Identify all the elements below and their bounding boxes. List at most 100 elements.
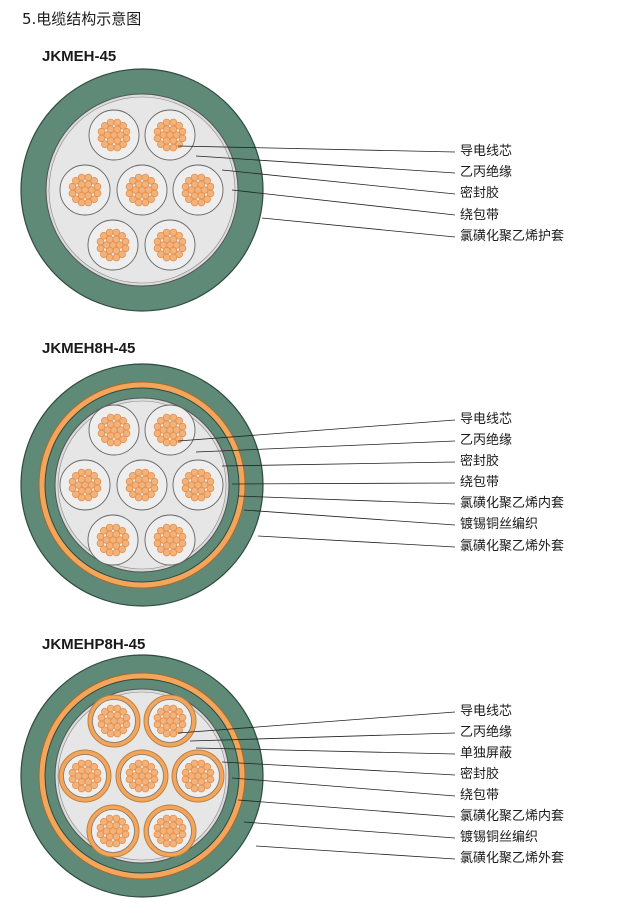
conductor-strand (97, 713, 106, 722)
label-csp-inner-sheath: 氯磺化聚乙烯内套 (460, 496, 565, 511)
conductor-strand (150, 477, 159, 486)
conductor-strand (169, 704, 178, 713)
conductor-strand (162, 704, 171, 713)
conductor-strand (144, 772, 153, 780)
conductor-strand (90, 763, 98, 771)
conductor-strand (113, 729, 122, 738)
conductor-strand (175, 232, 183, 240)
label-epr-insulation: 乙丙绝缘 (460, 165, 513, 180)
conductor-strand (112, 548, 121, 557)
conductor-strand (102, 241, 111, 249)
conductor-strand (131, 481, 140, 489)
label-csp-outer-sheath: 氯磺化聚乙烯外套 (460, 851, 565, 866)
conductor-strand (147, 472, 155, 480)
conductor-strand (105, 523, 114, 532)
conductor-strand (112, 839, 121, 848)
conductor-strand (203, 177, 211, 185)
conductor-strand (178, 532, 187, 541)
conductor-strand (113, 143, 122, 152)
conductor-strand (157, 708, 165, 716)
conductor-strand (185, 781, 193, 789)
leader-line (243, 821, 456, 839)
conductor-strand (141, 173, 150, 182)
conductor-strand (197, 759, 206, 768)
conductor-strand (159, 536, 168, 544)
conductor-strand (181, 775, 190, 784)
conductor-strand (116, 717, 125, 725)
conductor-strand (122, 127, 131, 136)
conductor-strand (172, 241, 181, 249)
conductor-strand (175, 527, 183, 535)
conductor-strand (197, 173, 206, 182)
conductor-strand (122, 713, 131, 722)
label-csp-inner-sheath: 氯磺化聚乙烯内套 (460, 809, 565, 824)
conductor-strand (178, 237, 187, 246)
conductor-strand (203, 472, 211, 480)
conductor-strand (153, 532, 162, 541)
conductor-strand (125, 768, 134, 777)
model-title-jkmeh8h-45: JKMEH8H-45 (42, 340, 136, 357)
conductor-strand (197, 493, 206, 502)
conductor-strand (129, 490, 137, 498)
conductor-strand (72, 763, 80, 771)
conductor-strand (106, 118, 115, 127)
conductor-strand (105, 814, 114, 823)
leader-line (243, 509, 456, 526)
conductor-strand (119, 417, 127, 425)
conductor-strand (162, 814, 171, 823)
conductor-strand (169, 143, 178, 152)
conductor-strand (178, 823, 187, 832)
leader-line (189, 732, 456, 742)
conductor-strand (185, 763, 193, 771)
conductor-strand (185, 195, 193, 203)
conductor-strand (72, 177, 80, 185)
conductor-strand (112, 253, 121, 262)
conductor-strand (100, 232, 108, 240)
conductor-strand (206, 477, 215, 486)
conductor-strand (115, 241, 124, 249)
label-csp-outer-sheath: 氯磺化聚乙烯外套 (460, 539, 565, 554)
conductor-strand (103, 717, 112, 725)
conductor-strand (84, 173, 93, 182)
conductor-strand (200, 772, 209, 780)
conductor-strand (105, 839, 114, 848)
conductor-strand (190, 759, 199, 768)
conductor-strand (134, 198, 143, 207)
conductor-strand (190, 198, 199, 207)
conductor-strand (129, 763, 137, 771)
conductor-strand (118, 527, 126, 535)
conductor-strand (90, 490, 98, 498)
conductor-strand (101, 435, 109, 443)
conductor-strand (153, 720, 162, 729)
conductor-strand (125, 484, 134, 493)
conductor-strand (96, 532, 105, 541)
conductor-strand (131, 186, 140, 194)
leader-line (221, 761, 456, 776)
conductor-strand (90, 177, 98, 185)
conductor-strand (141, 198, 150, 207)
cable-jkmeh8h-45 (20, 363, 264, 607)
conductor-strand (100, 250, 108, 258)
conductor-strand (122, 422, 131, 431)
conductor-strand (125, 477, 134, 486)
conductor-strand (153, 539, 162, 548)
conductor-strand (101, 122, 109, 130)
conductor-strand (172, 717, 181, 725)
conductor-strand (113, 413, 122, 422)
label-epr-insulation: 乙丙绝缘 (460, 725, 513, 740)
conductor-strand (159, 717, 168, 725)
conductor-strand (162, 413, 171, 422)
leader-line (237, 799, 456, 818)
conductor-strand (129, 472, 137, 480)
label-tinned-copper-braid: 镀锡铜丝编织 (460, 830, 539, 845)
label-individual-screen: 单独屏蔽 (460, 746, 513, 761)
model-title-jkmehp8h-45: JKMEHP8H-45 (42, 636, 146, 653)
conductor-strand (121, 237, 130, 246)
conductor-strand (159, 827, 168, 835)
conductor-strand (169, 548, 178, 557)
conductor-strand (169, 839, 178, 848)
conductor-strand (101, 417, 109, 425)
conductor-strand (102, 827, 111, 835)
conductor-strand (157, 122, 165, 130)
conductor-strand (153, 713, 162, 722)
